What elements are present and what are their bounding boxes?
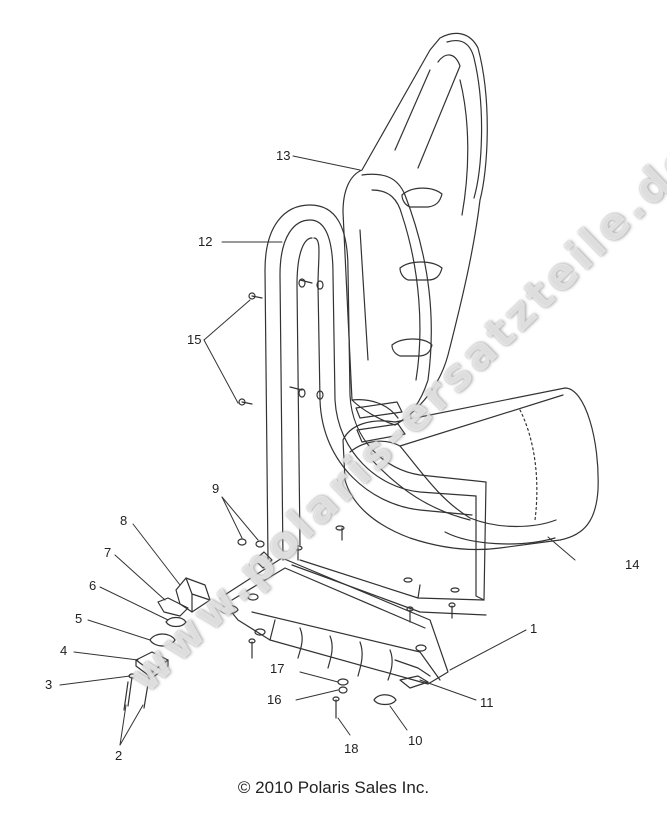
callout-1: 1 [530,621,538,636]
nut-9a [237,538,247,546]
callout-3: 3 [45,677,53,692]
seat-frame-tube [264,204,487,616]
callout-9: 9 [212,481,220,496]
callout-6: 6 [89,578,97,593]
callout-14: 14 [625,557,640,572]
callout-18: 18 [344,741,359,756]
seat-back-shell [342,32,488,426]
latch-8 [175,577,211,613]
callout-15: 15 [187,332,202,347]
callout-11: 11 [480,695,494,710]
callout-16: 16 [267,692,282,707]
bolt-2a [123,681,129,711]
callout-12: 12 [198,234,213,249]
bolt-2b [143,671,151,709]
seat-base-tray [219,551,449,685]
callout-7: 7 [104,545,112,560]
bolt-3 [127,676,133,707]
washer-6 [165,616,187,628]
callout-10: 10 [408,733,423,748]
callout-8: 8 [120,513,128,528]
washer-16 [338,686,348,694]
callout-17: 17 [270,661,285,676]
callout-5: 5 [75,611,83,626]
pad-10 [373,694,397,706]
pad-10-left [219,604,239,615]
plate-5 [149,633,176,647]
callout-2: 2 [115,748,123,763]
callout-4: 4 [60,643,68,658]
nut-9b [255,540,265,548]
seat-bottom-cushion [342,387,599,551]
washer-17 [337,678,349,686]
spring-7 [157,597,189,617]
callout-13: 13 [276,148,291,163]
clip-11 [399,675,429,689]
copyright-notice: © 2010 Polaris Sales Inc. [237,778,430,797]
